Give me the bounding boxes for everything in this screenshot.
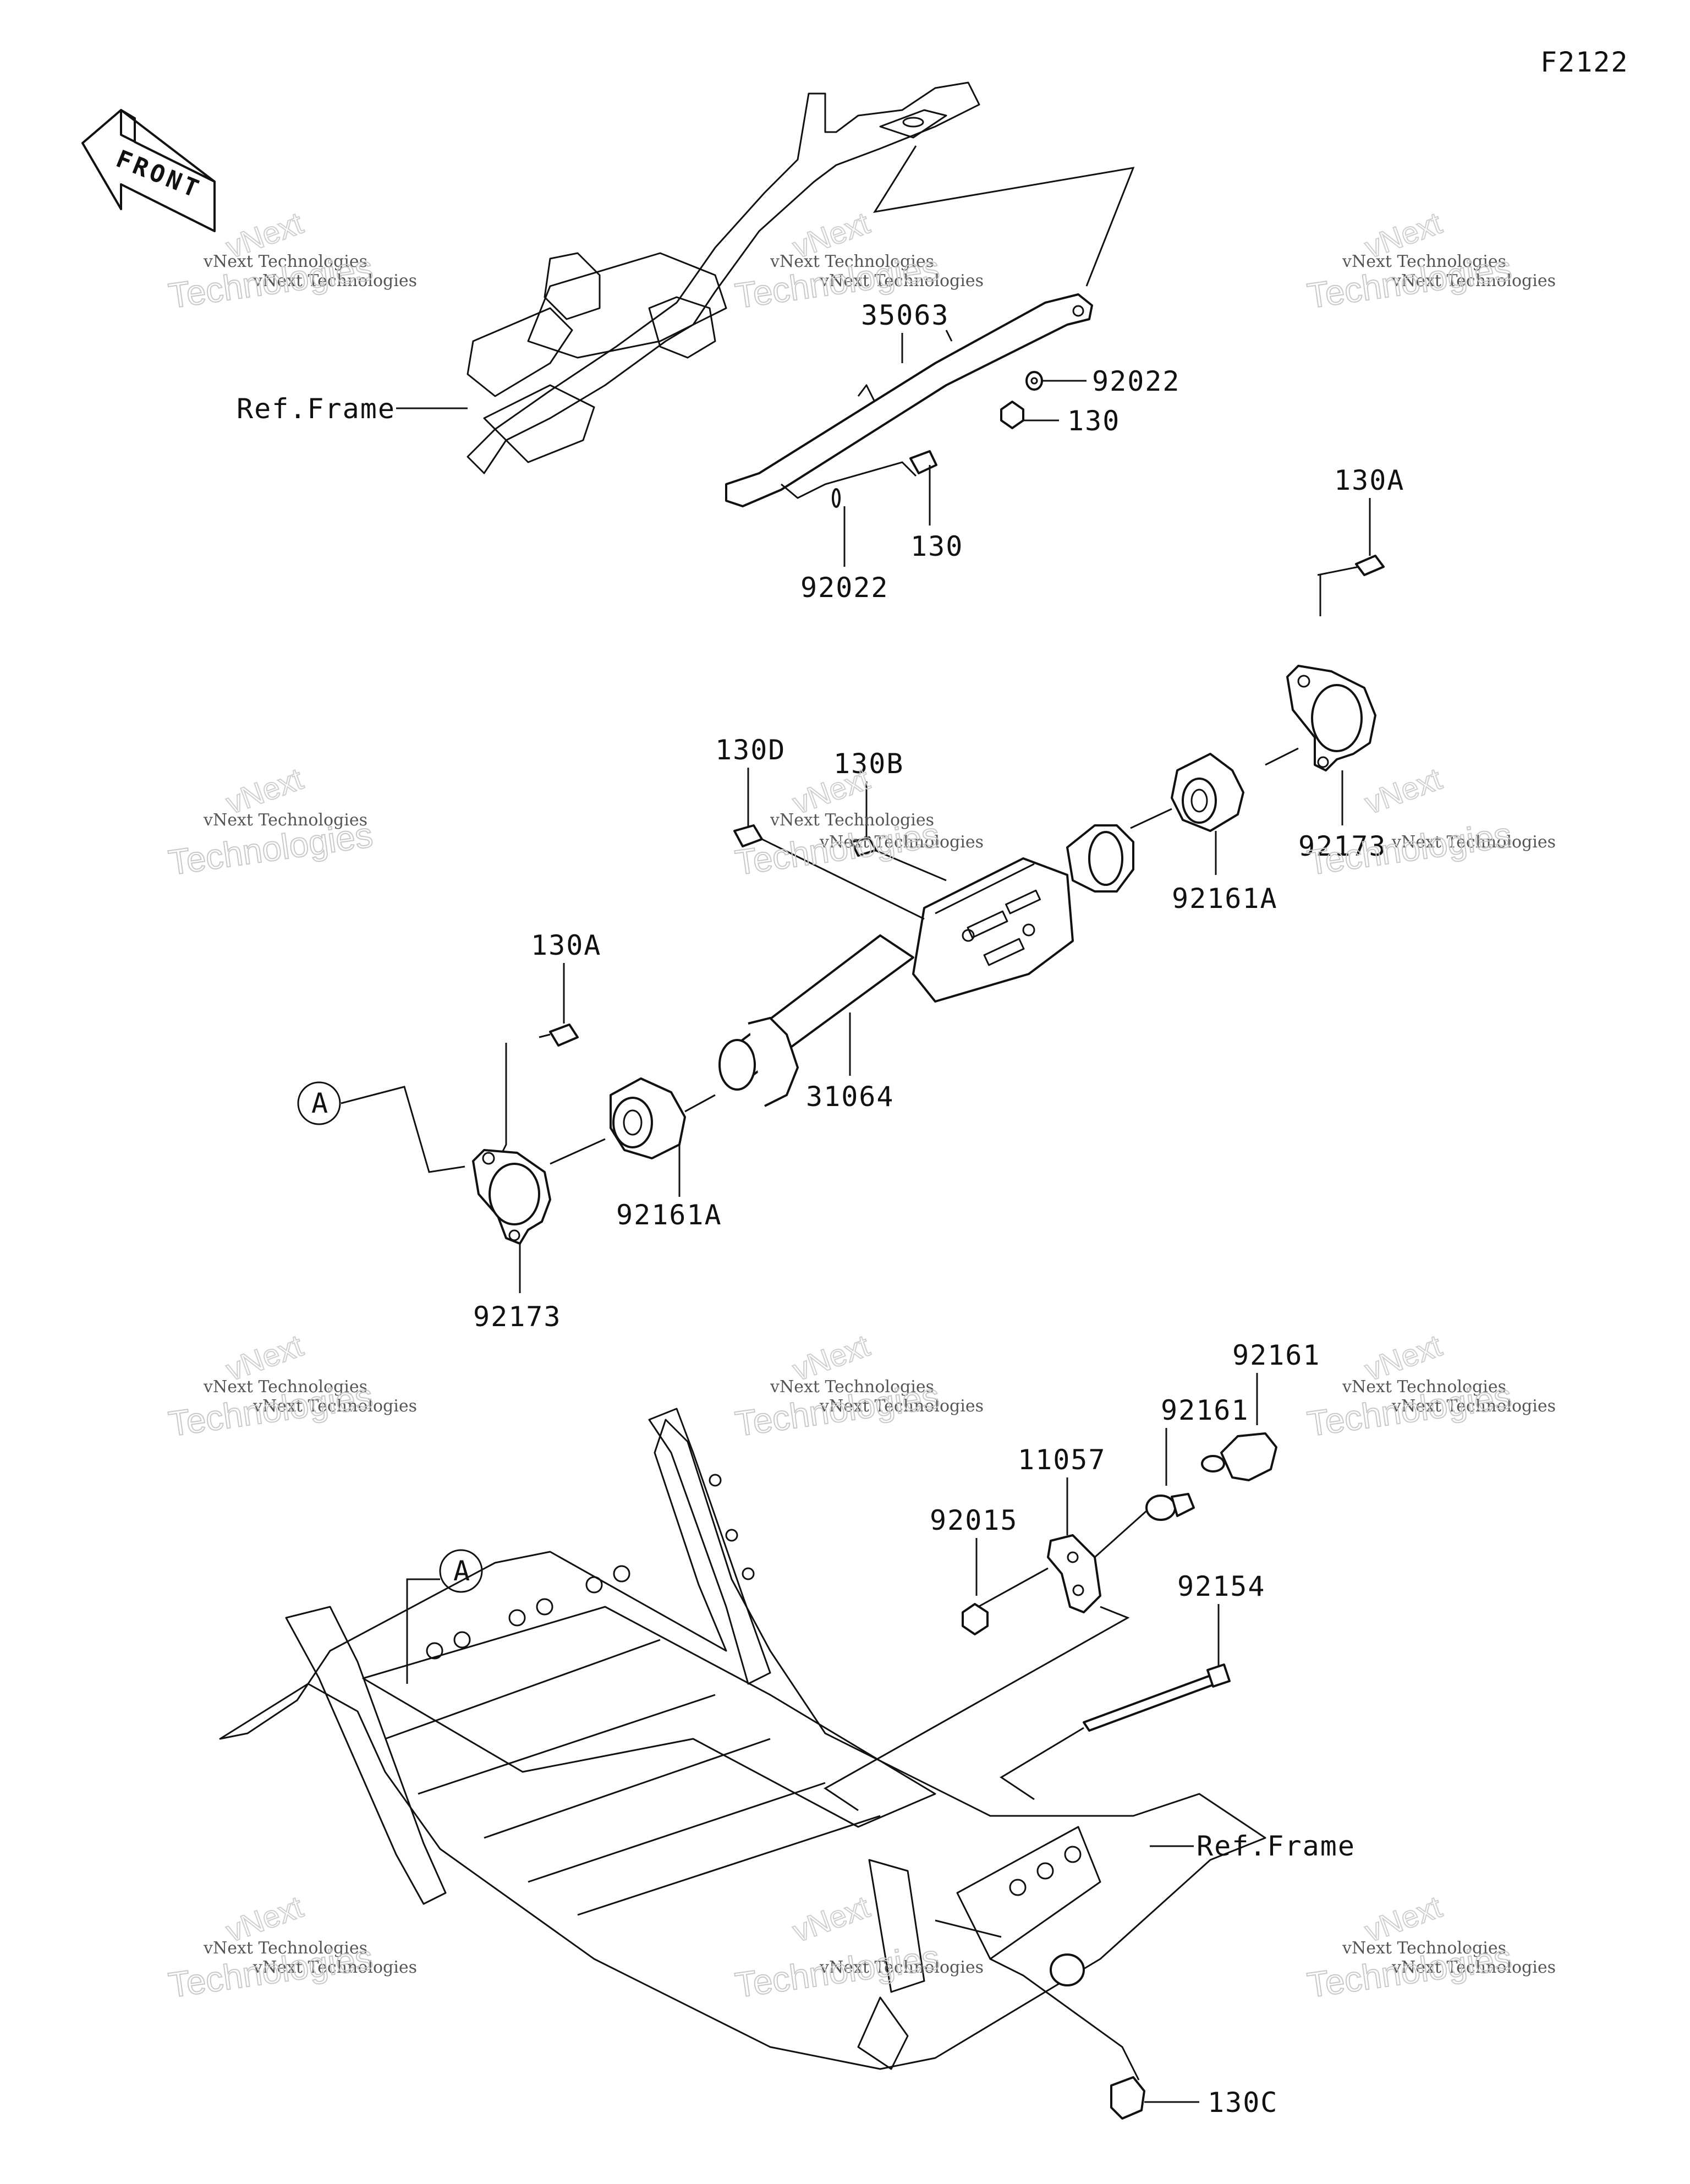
ref-frame-top: Ref.Frame xyxy=(237,393,396,425)
svg-text:vNext Technologies: vNext Technologies xyxy=(770,811,934,830)
housing-92173-right xyxy=(1286,665,1376,771)
label-92173-right: 92173 xyxy=(1298,830,1387,862)
circle-a-bottom xyxy=(439,1549,483,1593)
svg-text:Technologies: Technologies xyxy=(1305,815,1514,883)
svg-text:Technologies: Technologies xyxy=(733,1937,942,2005)
bolt-130-bottom xyxy=(909,450,937,474)
watermark-10: vNext vNext Technologies vNext Technolog… xyxy=(166,1889,417,2006)
label-130B: 130B xyxy=(833,748,904,780)
watermark-5: vNext vNext Technologies vNext Technolog… xyxy=(732,760,984,883)
svg-text:vNext Technologies: vNext Technologies xyxy=(819,1397,984,1416)
label-130-right: 130 xyxy=(1067,405,1120,437)
nut-92015 xyxy=(962,1603,989,1635)
svg-text:vNext Technologies: vNext Technologies xyxy=(253,1397,417,1416)
bolt-130A-left xyxy=(549,1023,579,1047)
watermark-4: vNext vNext Technologies Technologies xyxy=(166,760,376,883)
watermark-3: vNext vNext Technologies vNext Technolog… xyxy=(1304,205,1556,316)
svg-text:vNext Technologies: vNext Technologies xyxy=(1391,1958,1556,1977)
circle-a-top-label: A xyxy=(311,1087,329,1119)
svg-text:vNext: vNext xyxy=(1360,761,1446,820)
label-11057: 11057 xyxy=(1018,1444,1106,1476)
bracket-11057 xyxy=(1047,1534,1101,1613)
svg-text:vNext Technologies: vNext Technologies xyxy=(203,1377,367,1397)
watermark-11: vNext vNext Technologies Technologies xyxy=(732,1889,984,2006)
bearing-92161A-left xyxy=(610,1077,686,1159)
label-92015: 92015 xyxy=(930,1504,1018,1536)
label-92022-right: 92022 xyxy=(1092,365,1181,397)
label-92161A-left: 92161A xyxy=(616,1199,722,1231)
svg-text:vNext Technologies: vNext Technologies xyxy=(1391,1397,1556,1416)
label-92173-left: 92173 xyxy=(473,1301,562,1333)
svg-text:vNext Technologies: vNext Technologies xyxy=(253,1958,417,1977)
svg-text:vNext Technologies: vNext Technologies xyxy=(819,271,984,291)
nut-130-right xyxy=(1000,401,1024,429)
label-92161-mid: 92161 xyxy=(1161,1394,1249,1426)
label-130A-right: 130A xyxy=(1334,464,1404,496)
lower-frame-drawing xyxy=(219,1408,1266,2070)
front-arrow-icon: FRONT xyxy=(81,109,216,232)
watermark-9: vNext vNext Technologies vNext Technolog… xyxy=(1304,1327,1556,1444)
svg-text:vNext Technologies: vNext Technologies xyxy=(1391,833,1556,852)
svg-text:vNext Technologies: vNext Technologies xyxy=(1342,1939,1506,1958)
svg-text:vNext Technologies: vNext Technologies xyxy=(253,271,417,291)
svg-text:vNext Technologies: vNext Technologies xyxy=(770,252,934,271)
svg-text:vNext Technologies: vNext Technologies xyxy=(819,833,984,852)
label-92022-bottom: 92022 xyxy=(800,572,889,604)
circle-a-bottom-label: A xyxy=(453,1555,471,1587)
upper-frame-drawing xyxy=(467,81,980,474)
svg-text:vNext Technologies: vNext Technologies xyxy=(770,1377,934,1397)
mount-92161-mid xyxy=(1145,1493,1195,1521)
housing-92173-left xyxy=(472,1149,551,1245)
shaft-31064 xyxy=(718,824,1134,1107)
bolt-92154 xyxy=(1083,1663,1231,1732)
svg-text:vNext Technologies: vNext Technologies xyxy=(1391,271,1556,291)
svg-text:vNext Technologies: vNext Technologies xyxy=(819,1958,984,1977)
label-130-bottom: 130 xyxy=(910,530,963,562)
label-130A-left: 130A xyxy=(531,929,601,961)
mount-92161-top xyxy=(1201,1432,1277,1481)
watermark-12: vNext vNext Technologies vNext Technolog… xyxy=(1304,1889,1556,2006)
label-130C: 130C xyxy=(1208,2087,1278,2119)
bolt-130C xyxy=(1110,2076,1145,2120)
washer-92022-bottom xyxy=(832,488,841,508)
svg-text:vNext Technologies: vNext Technologies xyxy=(1342,1377,1506,1397)
watermark-8: vNext vNext Technologies vNext Technolog… xyxy=(732,1327,984,1444)
bar-35063 xyxy=(725,293,1093,507)
svg-text:vNext Technologies: vNext Technologies xyxy=(203,252,367,271)
svg-text:vNext Technologies: vNext Technologies xyxy=(203,1939,367,1958)
svg-text:vNext: vNext xyxy=(788,1889,874,1948)
bolt-130A-right xyxy=(1355,555,1385,576)
label-92161-top: 92161 xyxy=(1232,1339,1321,1371)
bearing-92161A-right xyxy=(1171,753,1244,832)
label-92161A-right: 92161A xyxy=(1172,883,1278,915)
label-31064: 31064 xyxy=(806,1081,895,1113)
circle-a-top xyxy=(297,1081,341,1125)
svg-text:vNext Technologies: vNext Technologies xyxy=(1342,252,1506,271)
figure-code: F2122 xyxy=(1540,46,1629,78)
washer-92022-right xyxy=(1025,371,1043,391)
watermark-7: vNext vNext Technologies vNext Technolog… xyxy=(166,1327,417,1444)
label-92154: 92154 xyxy=(1177,1570,1266,1602)
label-130D: 130D xyxy=(715,734,786,766)
svg-text:vNext Technologies: vNext Technologies xyxy=(203,811,367,830)
ref-frame-bottom: Ref.Frame xyxy=(1197,1830,1356,1862)
label-35063: 35063 xyxy=(861,299,950,331)
